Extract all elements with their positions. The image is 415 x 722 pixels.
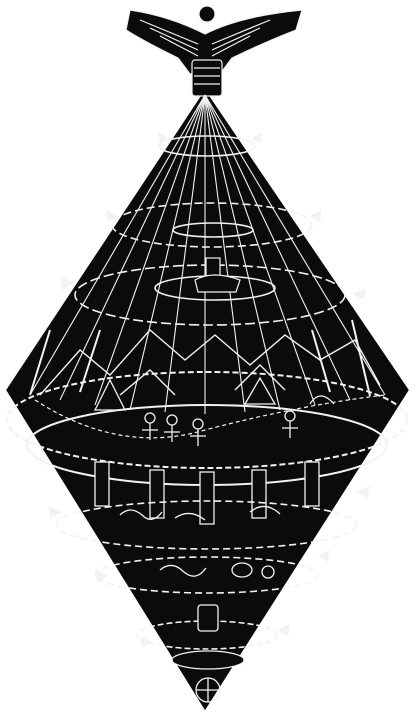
dwellings bbox=[93, 376, 335, 411]
river bbox=[34, 394, 386, 439]
flag-markers bbox=[48, 132, 370, 648]
root-ornament bbox=[171, 604, 245, 703]
human-figures bbox=[142, 410, 298, 446]
thunderbird-icon bbox=[125, 5, 303, 97]
lower-creatures bbox=[119, 505, 281, 579]
radiating-lines bbox=[29, 94, 386, 414]
mountain-range bbox=[39, 329, 381, 396]
sky-figure bbox=[194, 257, 241, 293]
